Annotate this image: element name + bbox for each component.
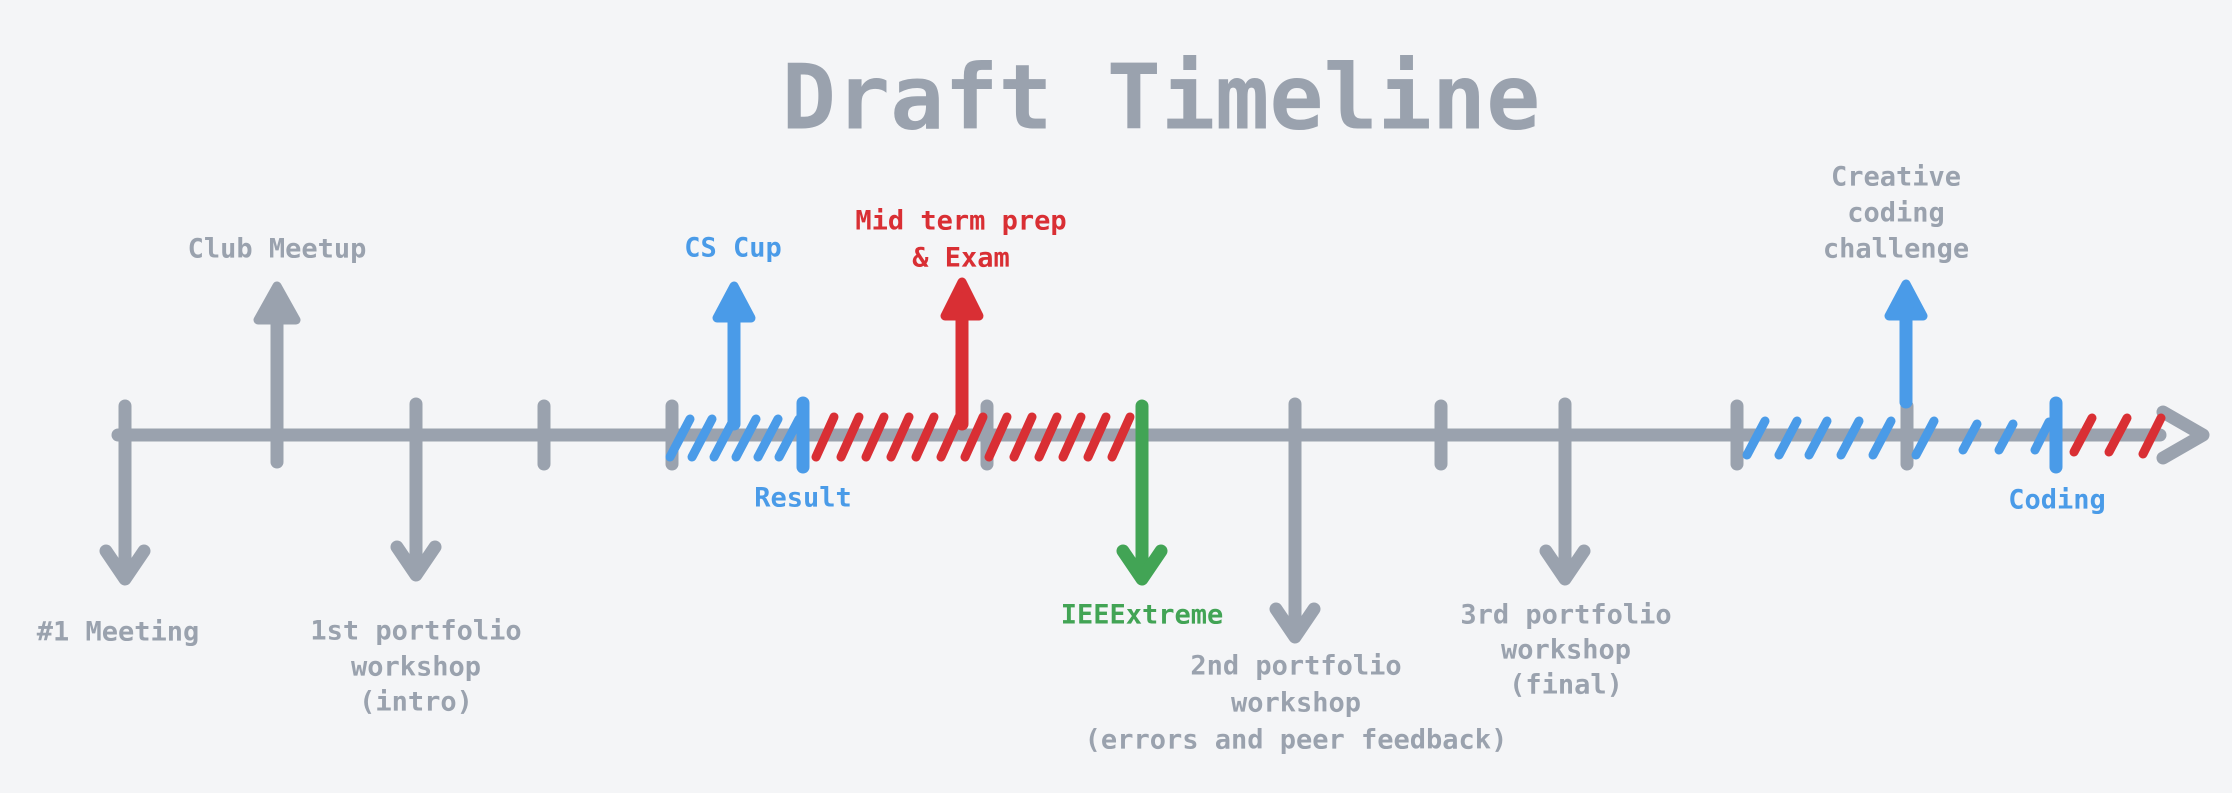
hatch-stroke <box>1994 419 2018 455</box>
hatch-stroke <box>911 412 939 462</box>
hatch-stroke <box>1911 416 1939 460</box>
hatch-stroke <box>2069 413 2097 457</box>
hatch-stroke <box>753 414 783 462</box>
arrow-down-icon <box>1116 544 1168 586</box>
label-workshop-3-line3: (final) <box>1509 669 1623 701</box>
hatch-stroke <box>2104 413 2132 457</box>
hatch-stroke <box>1009 412 1037 462</box>
label-workshop-3-line1: 3rd portfolio <box>1460 599 1672 631</box>
label-ieeextreme: IEEExtreme <box>1060 599 1224 631</box>
arrow-workshop-2 <box>1269 397 1321 644</box>
hatch-stroke <box>836 412 864 462</box>
hatch-stroke <box>984 412 1012 462</box>
hatch-stroke <box>1107 412 1135 462</box>
arrow-down-icon <box>390 540 442 582</box>
arrow-workshop-3 <box>1539 397 1591 586</box>
label-result: Result <box>754 482 852 514</box>
hatch-stroke <box>1868 416 1896 460</box>
arrow-down-icon <box>99 544 151 586</box>
hatch-stroke <box>1804 416 1832 460</box>
arrow-workshop-1 <box>390 397 442 582</box>
label-creative-line2: coding <box>1847 197 1945 229</box>
hatch-stroke <box>861 412 889 462</box>
arrow-club-meetup <box>253 281 301 469</box>
hatch-stroke <box>1742 416 1770 460</box>
arrow-up-icon <box>1884 279 1928 321</box>
hatch-period-coding-red <box>2069 413 2166 459</box>
label-mid-term-line2: & Exam <box>912 242 1010 274</box>
hatch-period-mid-term <box>811 412 1135 462</box>
label-workshop-1-line2: workshop <box>350 651 482 683</box>
label-workshop-1-line3: (intro) <box>359 686 473 718</box>
hatch-period-cs-cup <box>665 414 804 462</box>
hatch-stroke <box>731 414 761 462</box>
hatch-stroke <box>886 412 914 462</box>
hatch-period-coding-blue <box>1742 416 2054 460</box>
arrow-ieeextreme <box>1116 399 1168 586</box>
label-first-meeting: #1 Meeting <box>36 616 200 648</box>
arrow-creative-challenge <box>1884 279 1928 409</box>
label-club-meetup: Club Meetup <box>187 233 367 265</box>
hatch-stroke <box>1774 416 1802 460</box>
label-workshop-3-line2: workshop <box>1500 634 1632 666</box>
hatch-stroke <box>1058 412 1086 462</box>
hatch-stroke <box>1034 412 1062 462</box>
arrow-up-icon <box>940 277 984 321</box>
hatch-stroke <box>960 412 988 462</box>
label-mid-term-line1: Mid term prep <box>855 205 1067 237</box>
label-creative-line1: Creative <box>1830 161 1962 193</box>
hatch-stroke <box>2030 417 2054 455</box>
hatch-stroke <box>1836 416 1864 460</box>
label-coding: Coding <box>2008 484 2106 516</box>
page-title: Draft Timeline <box>781 45 1541 151</box>
label-workshop-1-line1: 1st portfolio <box>310 615 522 647</box>
arrow-down-icon <box>1269 602 1321 644</box>
arrow-first-meeting <box>99 399 151 586</box>
arrow-up-icon <box>712 281 756 323</box>
axis-arrowhead-icon <box>2156 405 2210 465</box>
hatch-stroke <box>687 414 717 462</box>
hatch-stroke <box>1083 412 1111 462</box>
hatch-stroke <box>1958 419 1982 455</box>
arrow-up-icon <box>253 281 301 325</box>
label-workshop-2-line1: 2nd portfolio <box>1190 650 1402 682</box>
hatch-stroke <box>2138 413 2166 459</box>
hatch-stroke <box>774 414 804 462</box>
arrow-down-icon <box>1539 544 1591 586</box>
hatch-stroke <box>811 412 839 462</box>
label-creative-line3: challenge <box>1822 233 1970 265</box>
label-cs-cup: CS Cup <box>684 232 782 264</box>
label-workshop-2-line3: (errors and peer feedback) <box>1084 724 1508 756</box>
arrow-mid-term <box>940 277 984 431</box>
arrow-cs-cup <box>712 281 756 431</box>
label-workshop-2-line2: workshop <box>1230 687 1362 719</box>
hatch-stroke <box>665 414 695 462</box>
